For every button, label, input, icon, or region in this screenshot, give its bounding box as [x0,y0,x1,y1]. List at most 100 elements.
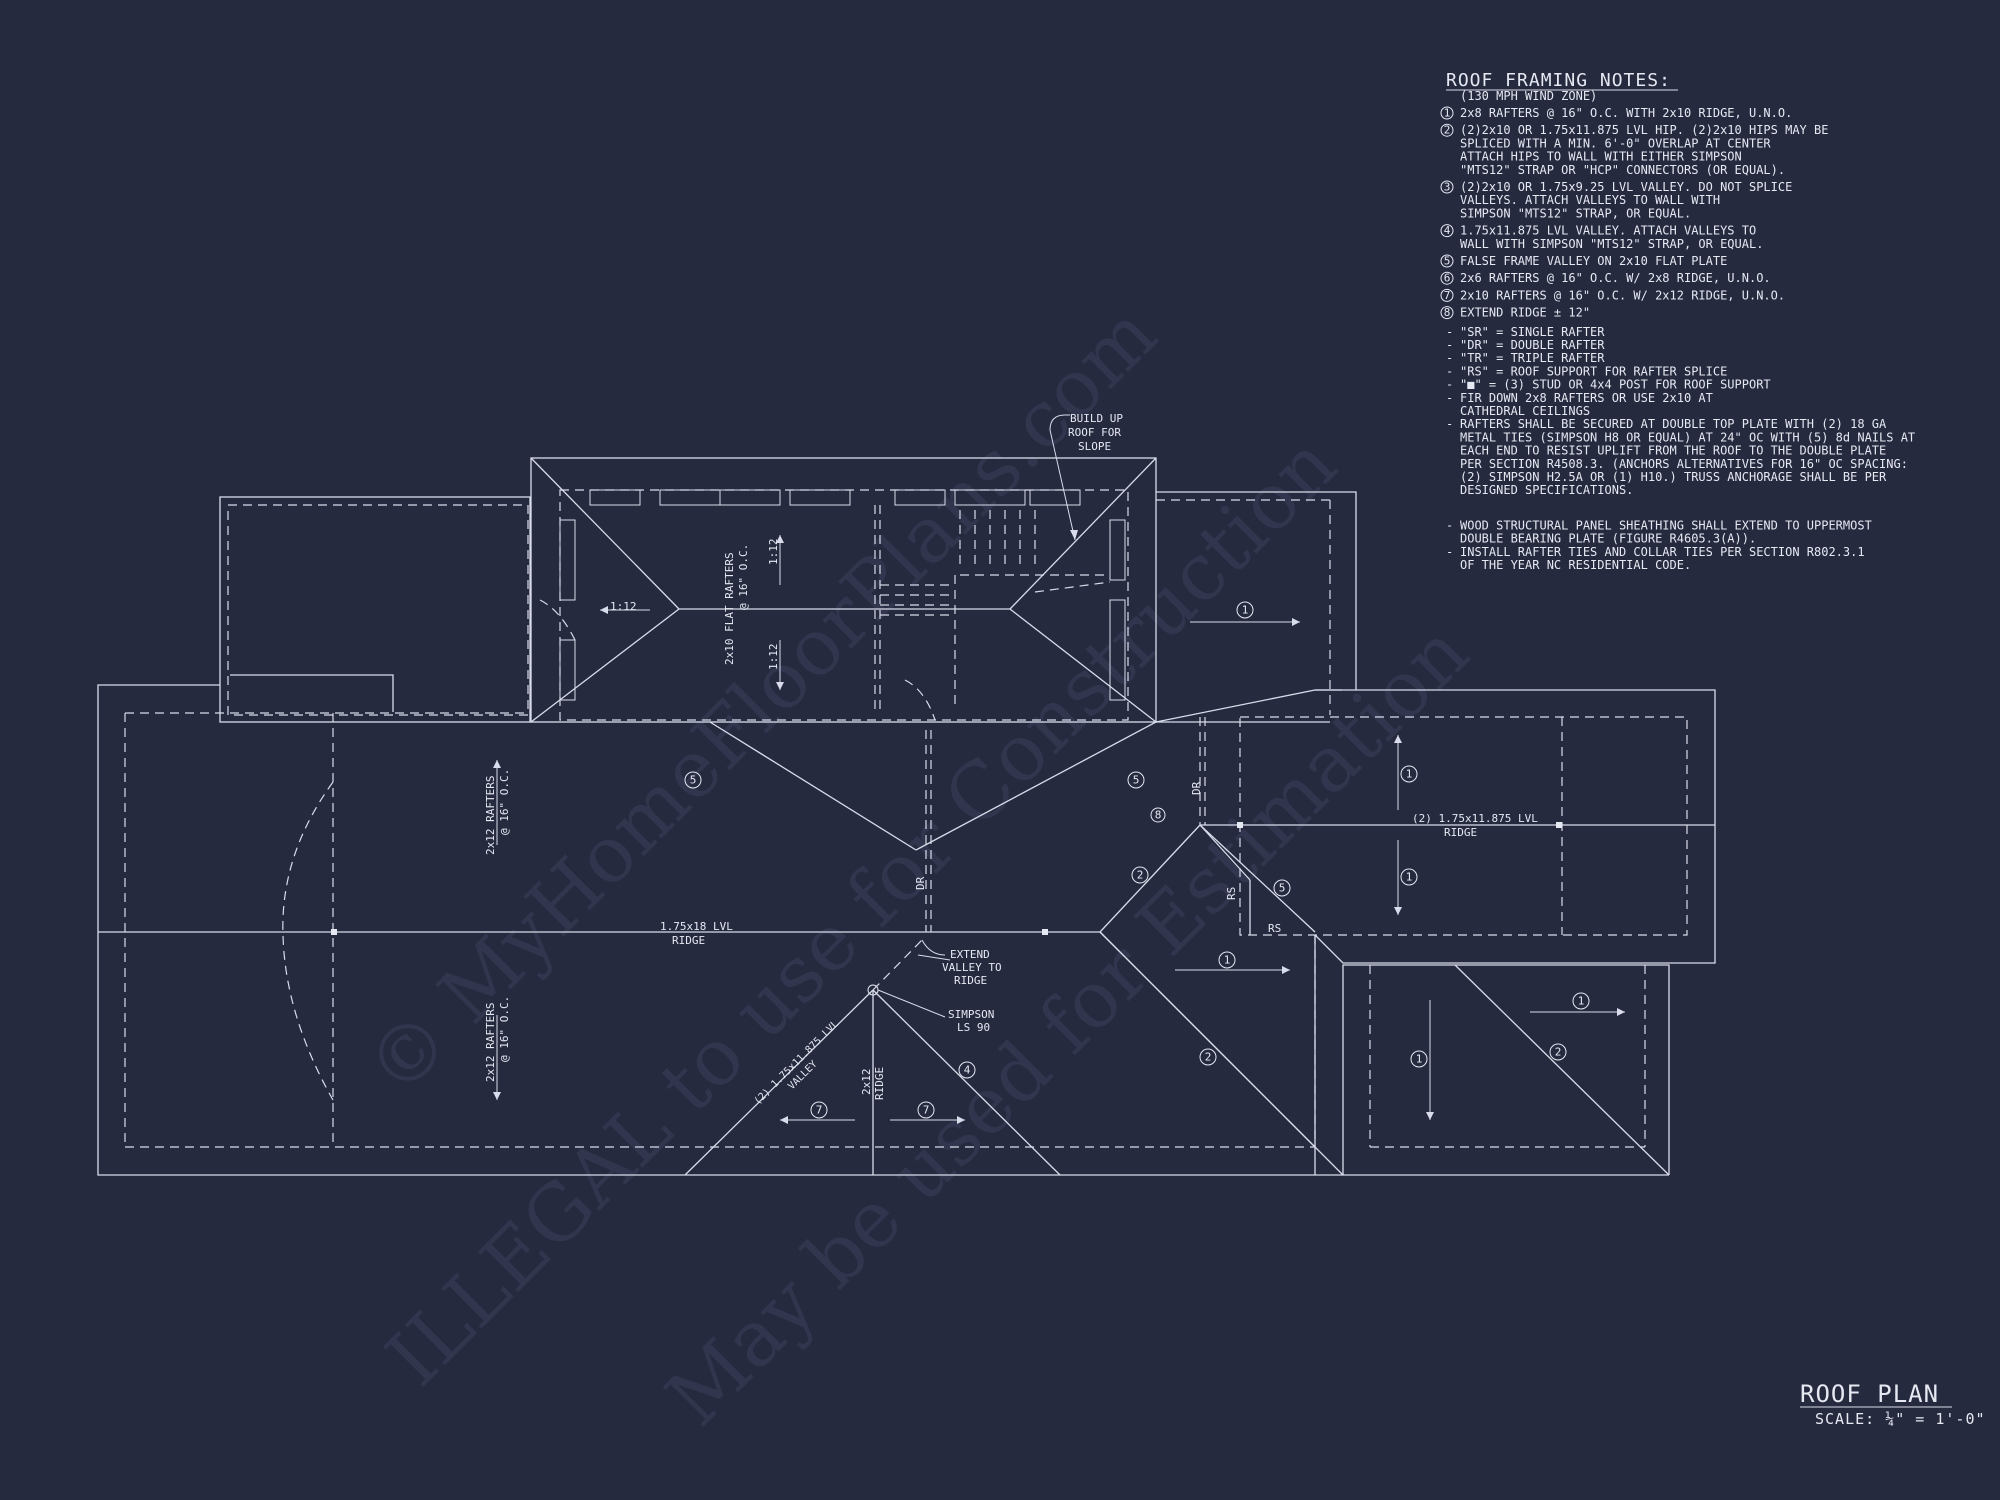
note-dash: - [1446,545,1453,559]
note-text: FALSE FRAME VALLEY ON 2x10 FLAT PLATE [1460,254,1727,268]
note-text: "MTS12" STRAP OR "HCP" CONNECTORS (OR EQ… [1460,163,1785,177]
note-dash: - [1446,518,1453,532]
main-ridge-line-1: 1.75x18 LVL [660,920,733,933]
note-text: 2x10 RAFTERS @ 16" O.C. W/ 2x12 RIDGE, U… [1460,288,1785,302]
note-text: 1.75x11.875 LVL VALLEY. ATTACH VALLEYS T… [1460,224,1756,238]
right-ridge-line-2: RIDGE [1444,826,1477,839]
note-dash: - [1446,364,1453,378]
note-number-circle [1440,106,1454,120]
upper-right-strip [1156,491,1357,723]
note-text: EACH END TO RESIST UPLIFT FROM THE ROOF … [1460,444,1886,458]
note-text: INSTALL RAFTER TIES AND COLLAR TIES PER … [1460,545,1865,559]
svg-text:7: 7 [923,1104,930,1117]
notes-dashed-list: -"SR" = SINGLE RAFTER-"DR" = DOUBLE RAFT… [1446,325,1915,572]
note-dash: - [1446,325,1453,339]
note-text: SPLICED WITH A MIN. 6'-0" OVERLAP AT CEN… [1460,136,1771,150]
slope-label-b: 1:12 [767,539,780,566]
note-text: 2x6 RAFTERS @ 16" O.C. W/ 2x8 RIDGE, U.N… [1460,271,1771,285]
flat-rafters-label-2: @ 16" O.C. [737,544,750,610]
build-up-line-1: BUILD UP [1070,412,1123,425]
note-dash: - [1446,391,1453,405]
slope-label-c: 1:12 [767,644,780,671]
upper-left-wing [219,496,531,723]
right-ridge-wing [1200,689,1716,964]
note-text: DESIGNED SPECIFICATIONS. [1460,483,1633,497]
note-text: 2x8 RAFTERS @ 16" O.C. WITH 2x10 RIDGE, … [1460,106,1792,120]
note-text: RAFTERS SHALL BE SECURED AT DOUBLE TOP P… [1460,417,1887,431]
note-text: PER SECTION R4508.3. (ANCHORS ALTERNATIV… [1460,457,1908,471]
drawing-scale: SCALE: ¼" = 1'-0" [1815,1410,1986,1428]
svg-text:8: 8 [1155,809,1162,822]
note-text: (2) SIMPSON H2.5A OR (1) H10.) TRUSS ANC… [1460,470,1887,484]
svg-text:1: 1 [1406,768,1413,781]
note-number-circle [1440,306,1454,320]
ridge-2x12-line-2: RIDGE [873,1067,886,1100]
svg-text:1: 1 [1242,604,1249,617]
note-number-circle [1440,254,1454,268]
dr-label-2: DR [1190,781,1203,795]
watermark: © MyHomeFloorPlans.com ILLEGAL to use fo… [350,289,1486,1443]
note-dash: - [1446,417,1453,431]
main-lower-roof [97,684,1670,1176]
rs-label-2: RS [1268,922,1281,935]
roof-framing-notes: ROOF FRAMING NOTES: (130 MPH WIND ZONE) … [1440,70,1915,572]
note-number-circle [1440,224,1454,238]
svg-text:2: 2 [1555,1046,1562,1059]
note-text: DOUBLE BEARING PLATE (FIGURE R4605.3(A))… [1460,532,1756,546]
extend-valley-line-1: EXTEND [950,948,990,961]
svg-text:1: 1 [1406,871,1413,884]
note-text: VALLEYS. ATTACH VALLEYS TO WALL WITH [1460,193,1720,207]
rafters-2x12-a-line-2: @ 16" O.C. [498,769,511,835]
note-text: FIR DOWN 2x8 RAFTERS OR USE 2x10 AT [1460,391,1713,405]
note-number: 5 [1444,255,1451,268]
note-number-circle [1440,123,1454,137]
note-number: 3 [1444,181,1451,194]
note-text: "RS" = ROOF SUPPORT FOR RAFTER SPLICE [1460,364,1727,378]
flat-rafters-label-1: 2x10 FLAT RAFTERS [723,552,736,665]
simpson-line-1: SIMPSON [948,1008,994,1021]
svg-text:7: 7 [816,1104,823,1117]
note-number: 7 [1444,289,1451,302]
note-number-circle [1440,180,1454,194]
note-text: METAL TIES (SIMPSON H8 OR EQUAL) AT 24" … [1460,430,1915,444]
note-text: "DR" = DOUBLE RAFTER [1460,338,1605,352]
svg-text:1: 1 [1224,954,1231,967]
note-text: "SR" = SINGLE RAFTER [1460,325,1605,339]
svg-text:5: 5 [690,774,697,787]
extend-valley-line-3: RIDGE [954,974,987,987]
build-up-line-2: ROOF FOR [1068,426,1121,439]
simpson-line-2: LS 90 [957,1021,990,1034]
note-text: ATTACH HIPS TO WALL WITH EITHER SIMPSON [1460,150,1742,164]
slope-label-a: 1:12 [610,600,637,613]
extend-valley-line-2: VALLEY TO [942,961,1002,974]
plan-callouts: 1 5 5 8 2 5 1 2 1 1 1 1 2 4 7 7 [684,601,1590,1119]
note-text: CATHEDRAL CEILINGS [1460,404,1590,418]
build-up-line-3: SLOPE [1078,440,1111,453]
note-dash: - [1446,378,1453,392]
svg-text:4: 4 [964,1064,971,1077]
note-text: OF THE YEAR NC RESIDENTIAL CODE. [1460,558,1691,572]
note-text: (2)2x10 OR 1.75x11.875 LVL HIP. (2)2x10 … [1460,123,1828,137]
rs-label-1: RS [1225,887,1238,900]
title-block: ROOF PLAN SCALE: ¼" = 1'-0" [1800,1380,1986,1428]
svg-text:2: 2 [1137,869,1144,882]
svg-text:1: 1 [1416,1053,1423,1066]
note-number: 1 [1444,107,1451,120]
notes-numbered-list: 1 2x8 RAFTERS @ 16" O.C. WITH 2x10 RIDGE,… [1440,106,1828,320]
drawing-title: ROOF PLAN [1800,1380,1939,1408]
rafters-2x12-a-line-1: 2x12 RAFTERS [484,776,497,855]
note-text: SIMPSON "MTS12" STRAP, OR EQUAL. [1460,206,1691,220]
note-number-circle [1440,288,1454,302]
svg-text:5: 5 [1279,882,1286,895]
rafters-2x12-b-line-2: @ 16" O.C. [498,996,511,1062]
note-number: 8 [1444,306,1451,319]
note-text: WOOD STRUCTURAL PANEL SHEATHING SHALL EX… [1460,518,1872,532]
svg-text:1: 1 [1578,995,1585,1008]
note-number: 6 [1444,272,1451,285]
note-number: 4 [1444,224,1451,237]
upper-hip-roof [530,457,1300,723]
note-dash: - [1446,351,1453,365]
dr-label-1: DR [914,876,927,890]
right-ridge-line-1: (2) 1.75x11.875 LVL [1412,812,1538,825]
